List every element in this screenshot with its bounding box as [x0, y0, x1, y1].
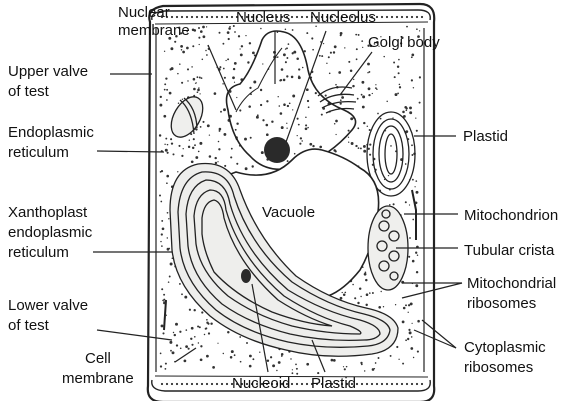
label-tubular-crista: Tubular crista: [464, 242, 555, 259]
nucleoid-shape: [241, 269, 251, 283]
label-lower-valve: Lower valve of test: [8, 297, 92, 334]
label-mitochondrial-ribosomes: Mitochondrial ribosomes: [467, 275, 560, 312]
label-cytoplasmic-ribosomes: Cytoplasmic ribosomes: [464, 339, 550, 376]
label-endoplasmic-reticulum: Endoplasmic reticulum: [8, 124, 98, 161]
upper-valve-band: [152, 10, 430, 20]
label-golgi-body: Golgi body: [368, 34, 440, 51]
cell-drawing: [148, 4, 434, 401]
label-cell-membrane: Cell membrane: [62, 350, 134, 387]
label-plastid-right: Plastid: [463, 128, 508, 145]
label-upper-valve: Upper valve of test: [8, 63, 92, 100]
label-xanthoplast-er: Xanthoplast endoplasmic reticulum: [8, 204, 96, 261]
lower-valve-band: [152, 380, 430, 391]
label-nucleus: Nucleus: [236, 9, 290, 26]
nuclear-membrane-shape: [227, 31, 356, 169]
label-nucleoid: Nucleoid: [232, 375, 290, 392]
upper-left-organelle: [165, 91, 210, 142]
label-mitochondrion: Mitochondrion: [464, 207, 558, 224]
label-nuclear-membrane: Nuclear membrane: [118, 4, 190, 39]
label-plastid-bottom: Plastid: [311, 375, 356, 392]
label-vacuole: Vacuole: [262, 204, 315, 221]
label-nucleolus: Nucleolus: [310, 9, 376, 26]
